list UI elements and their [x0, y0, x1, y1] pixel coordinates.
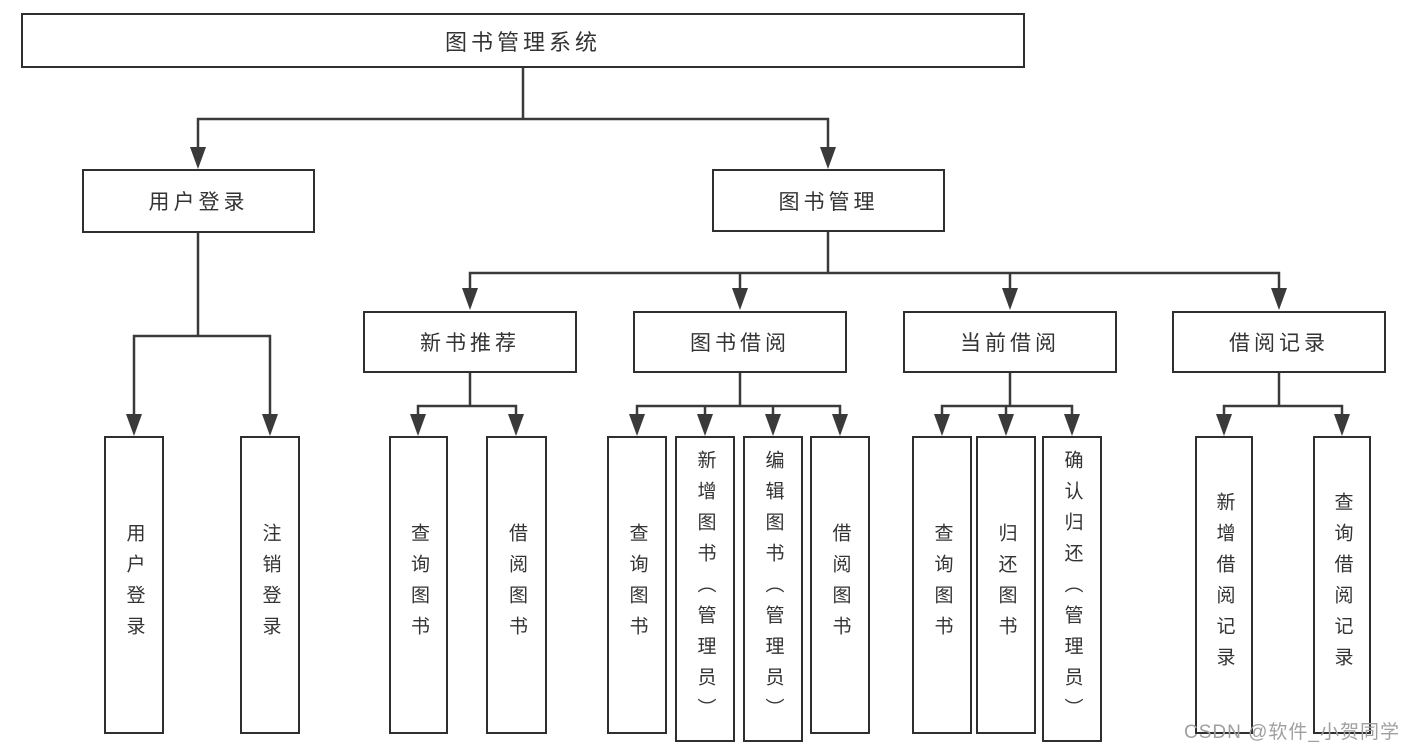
node-label: 新增图书（管理员） — [694, 449, 716, 729]
node-label: 借阅图书 — [829, 523, 851, 647]
node-user-login: 用户登录 — [82, 169, 315, 233]
node-label: 归还图书 — [995, 523, 1017, 647]
leaf-return-books: 归还图书 — [976, 436, 1036, 734]
arrowhead-leaf-br-query — [1334, 414, 1350, 436]
arrowhead-br — [1271, 288, 1287, 310]
arrowhead-mgmt — [820, 147, 836, 169]
leaf-edit-books-admin: 编辑图书（管理员） — [743, 436, 803, 742]
arrowhead-leaf-bb-query — [629, 414, 645, 436]
node-book-management: 图书管理 — [712, 169, 945, 232]
leaf-logout: 注销登录 — [240, 436, 300, 734]
node-label: 借阅图书 — [506, 523, 527, 647]
node-label: 图书管理 — [778, 190, 879, 214]
node-borrow-record: 借阅记录 — [1172, 311, 1386, 373]
leaf-borrow-books: 借阅图书 — [810, 436, 870, 734]
edge-login-rail — [132, 334, 272, 417]
leaf-add-books-admin: 新增图书（管理员） — [675, 436, 735, 742]
edge-br-rail — [1222, 404, 1344, 417]
node-label: 查询图书 — [626, 523, 648, 647]
node-label: 图书借阅 — [690, 332, 790, 355]
node-label: 查询图书 — [931, 523, 953, 647]
node-library-system: 图书管理系统 — [21, 13, 1025, 68]
node-new-book-recommend: 新书推荐 — [363, 311, 577, 373]
arrowhead-leaf-rec-borrow — [508, 414, 524, 436]
arrowhead-leaf-logout — [262, 414, 278, 436]
arrowhead-leaf-cb-return — [998, 414, 1014, 436]
node-label: 用户登录 — [148, 191, 249, 214]
node-current-borrow: 当前借阅 — [903, 311, 1117, 373]
leaf-recommend-query-books: 查询图书 — [389, 436, 448, 734]
node-label: 注销登录 — [259, 523, 281, 647]
node-label: 用户登录 — [123, 523, 145, 647]
arrowhead-rec — [462, 288, 478, 310]
node-label: 编辑图书（管理员） — [762, 449, 784, 729]
arrowhead-cb — [1002, 288, 1018, 310]
leaf-current-query-books: 查询图书 — [912, 436, 972, 734]
arrowhead-leaf-bb-edit — [765, 414, 781, 436]
leaf-confirm-return-admin: 确认归还（管理员） — [1042, 436, 1102, 742]
node-label: 确认归还（管理员） — [1061, 449, 1083, 729]
arrowhead-leaf-bb-borrow — [832, 414, 848, 436]
edge-rec-rail — [416, 404, 518, 417]
node-label: 查询图书 — [408, 523, 429, 647]
arrowhead-bb — [732, 288, 748, 310]
edge-mgmt-rail — [468, 271, 1281, 291]
node-book-borrow: 图书借阅 — [633, 311, 847, 373]
arrowhead-leaf-cb-confirm — [1064, 414, 1080, 436]
node-label: 当前借阅 — [960, 332, 1060, 355]
arrowhead-leaf-login — [126, 414, 142, 436]
leaf-borrow-query-books: 查询图书 — [607, 436, 667, 734]
edge-bb-rail — [635, 404, 842, 417]
node-label: 新书推荐 — [420, 332, 520, 355]
leaf-user-login: 用户登录 — [104, 436, 164, 734]
arrowhead-leaf-cb-query — [934, 414, 950, 436]
node-label: 新增借阅记录 — [1213, 492, 1235, 678]
arrowhead-leaf-rec-query — [410, 414, 426, 436]
edge-root-rail — [196, 117, 830, 150]
node-label: 图书管理系统 — [444, 29, 601, 55]
node-label: 查询借阅记录 — [1331, 492, 1353, 678]
node-label: 借阅记录 — [1229, 332, 1329, 355]
leaf-query-borrow-record: 查询借阅记录 — [1313, 436, 1371, 734]
leaf-recommend-borrow-books: 借阅图书 — [486, 436, 547, 734]
arrowhead-leaf-bb-add — [697, 414, 713, 436]
arrowhead-login — [190, 147, 206, 169]
csdn-watermark: CSDN @软件_小贺同学 — [1184, 722, 1400, 743]
arrowhead-leaf-br-add — [1216, 414, 1232, 436]
leaf-add-borrow-record: 新增借阅记录 — [1195, 436, 1253, 734]
